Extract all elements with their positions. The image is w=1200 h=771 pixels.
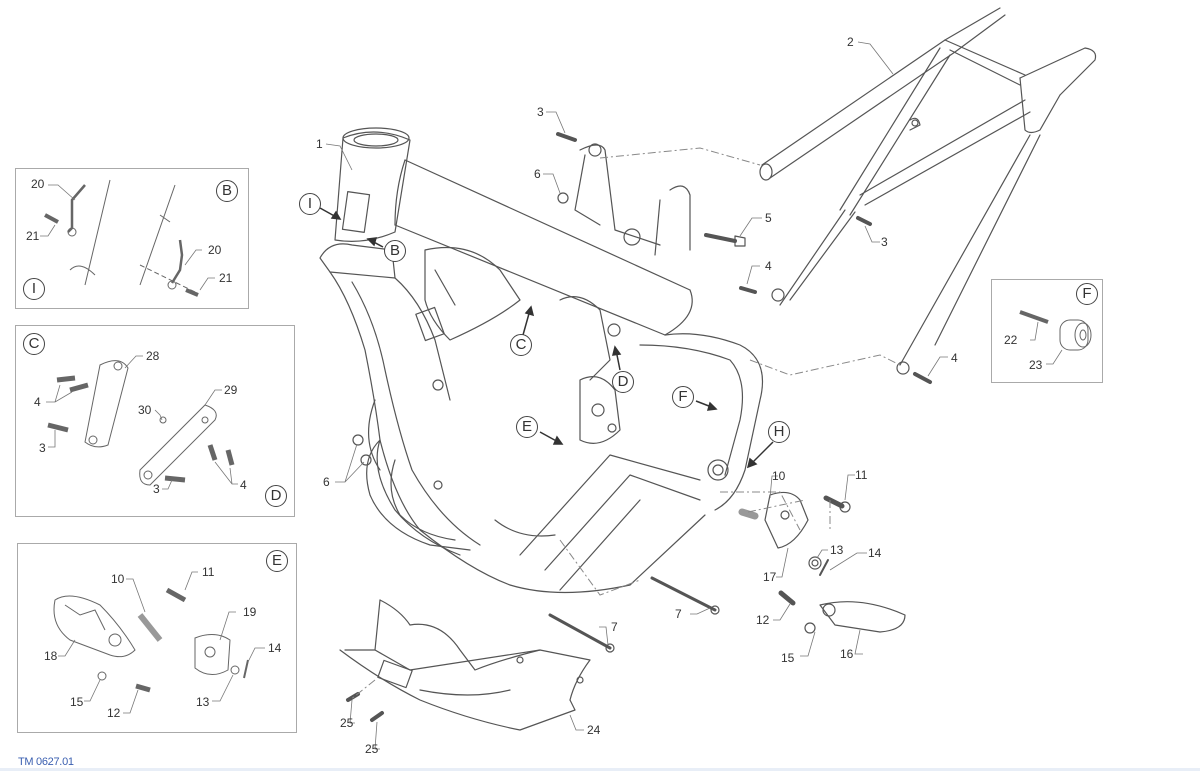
main-frame: [319, 127, 764, 594]
callout-29: 29: [224, 383, 238, 397]
callout-3: 3: [39, 441, 46, 455]
detail-cd-drawing: [47, 360, 235, 486]
view-marker-i: I: [299, 193, 321, 215]
callout-21: 21: [219, 271, 233, 285]
callout-12: 12: [756, 613, 770, 627]
bottom-border: [0, 768, 1200, 771]
detail-marker-c: C: [23, 333, 45, 355]
callout-15: 15: [70, 695, 84, 709]
detail-marker-b: B: [216, 180, 238, 202]
callout-11: 11: [855, 468, 868, 482]
callout-19: 19: [243, 605, 257, 619]
callout-5: 5: [765, 211, 772, 225]
callout-11: 11: [202, 565, 215, 579]
detail-box-f: [991, 279, 1103, 383]
callout-10: 10: [111, 572, 125, 586]
detail-marker-i: I: [23, 278, 45, 300]
footrest-assembly-right: [738, 491, 906, 634]
callout-24: 24: [587, 723, 601, 737]
detail-box-e: [17, 543, 297, 733]
detail-f-drawing: [1019, 310, 1092, 351]
callout-14: 14: [868, 546, 882, 560]
callout-7: 7: [611, 620, 618, 634]
view-marker-f: F: [672, 386, 694, 408]
callout-23: 23: [1029, 358, 1043, 372]
view-marker-e: E: [516, 416, 538, 438]
callout-12: 12: [107, 706, 121, 720]
callout-17: 17: [763, 570, 777, 584]
callout-25: 25: [340, 716, 354, 730]
subframe: [759, 7, 1097, 375]
callout-3: 3: [153, 482, 160, 496]
callout-21: 21: [26, 229, 40, 243]
view-marker-h: H: [768, 421, 790, 443]
callout-4: 4: [765, 259, 772, 273]
callout-22: 22: [1004, 333, 1018, 347]
detail-marker-d: D: [265, 485, 287, 507]
skid-plate: [339, 599, 591, 731]
detail-marker-e: E: [266, 550, 288, 572]
callout-4: 4: [951, 351, 958, 365]
callout-20: 20: [208, 243, 222, 257]
callout-18: 18: [44, 649, 58, 663]
callout-1: 1: [316, 137, 323, 151]
callout-25: 25: [365, 742, 379, 756]
callout-16: 16: [840, 647, 854, 661]
detail-e-drawing: [53, 587, 249, 693]
view-marker-b: B: [384, 240, 406, 262]
callout-10: 10: [772, 469, 786, 483]
callout-7: 7: [675, 607, 682, 621]
callout-28: 28: [146, 349, 160, 363]
callout-2: 2: [847, 35, 854, 49]
view-marker-c: C: [510, 334, 532, 356]
drawing-number: TM 0627.01: [18, 756, 74, 768]
callout-6: 6: [534, 167, 541, 181]
callout-30: 30: [138, 403, 152, 417]
callout-6: 6: [323, 475, 330, 489]
callout-3: 3: [881, 235, 888, 249]
callout-14: 14: [268, 641, 282, 655]
view-marker-d: D: [612, 371, 634, 393]
callout-4: 4: [240, 478, 247, 492]
callout-13: 13: [830, 543, 844, 557]
callout-3: 3: [537, 105, 544, 119]
detail-box-cd: [15, 325, 295, 517]
detail-ib-drawing: [44, 179, 199, 297]
callout-4: 4: [34, 395, 41, 409]
detail-marker-f: F: [1076, 283, 1098, 305]
callout-13: 13: [196, 695, 210, 709]
main-bolts: [352, 132, 932, 653]
callout-20: 20: [31, 177, 45, 191]
detail-box-ib: [15, 168, 249, 309]
callout-15: 15: [781, 651, 795, 665]
